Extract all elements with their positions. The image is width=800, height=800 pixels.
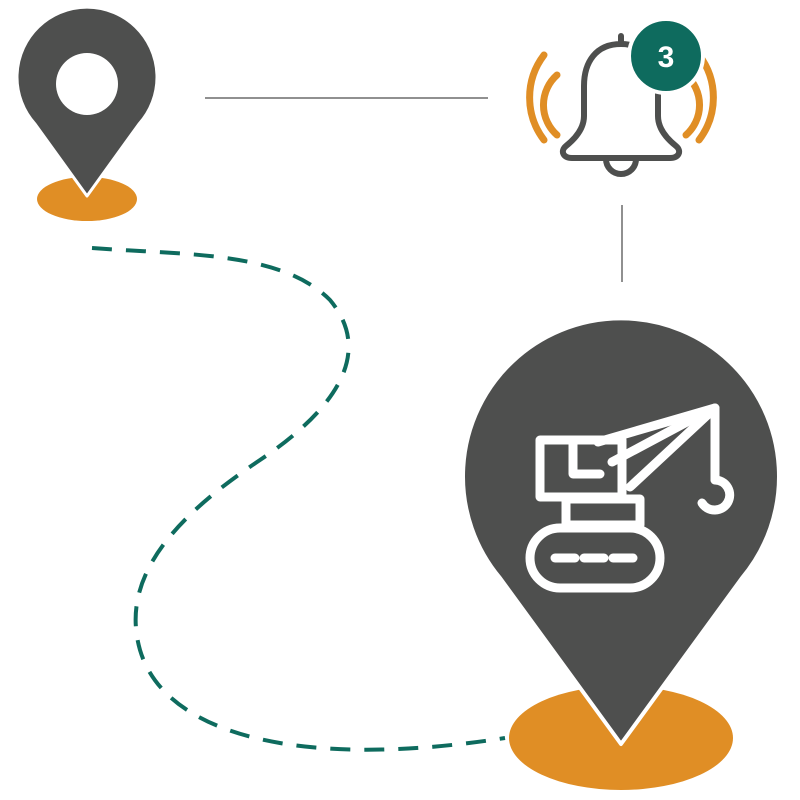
bell-clapper <box>603 156 639 177</box>
origin-pin-shadow <box>37 177 137 221</box>
location-pin-icon <box>15 5 159 221</box>
crane-icon <box>525 403 735 593</box>
bell-wave-left-outer <box>526 51 548 144</box>
crane-boom-inner <box>607 410 705 467</box>
badge-circle <box>627 17 705 95</box>
notification-badge: 3 <box>627 17 705 95</box>
notification-count: 3 <box>658 41 675 74</box>
crane-hook <box>697 475 735 515</box>
origin-pin-hole <box>56 53 118 115</box>
construction-crane-pin-icon <box>461 316 781 790</box>
bell-wave-right-outer <box>695 51 717 144</box>
dashed-route-line <box>91 246 506 752</box>
crane-cab-window <box>568 438 605 479</box>
crane-track <box>525 523 665 593</box>
bell-wave-left-inner <box>540 71 561 139</box>
